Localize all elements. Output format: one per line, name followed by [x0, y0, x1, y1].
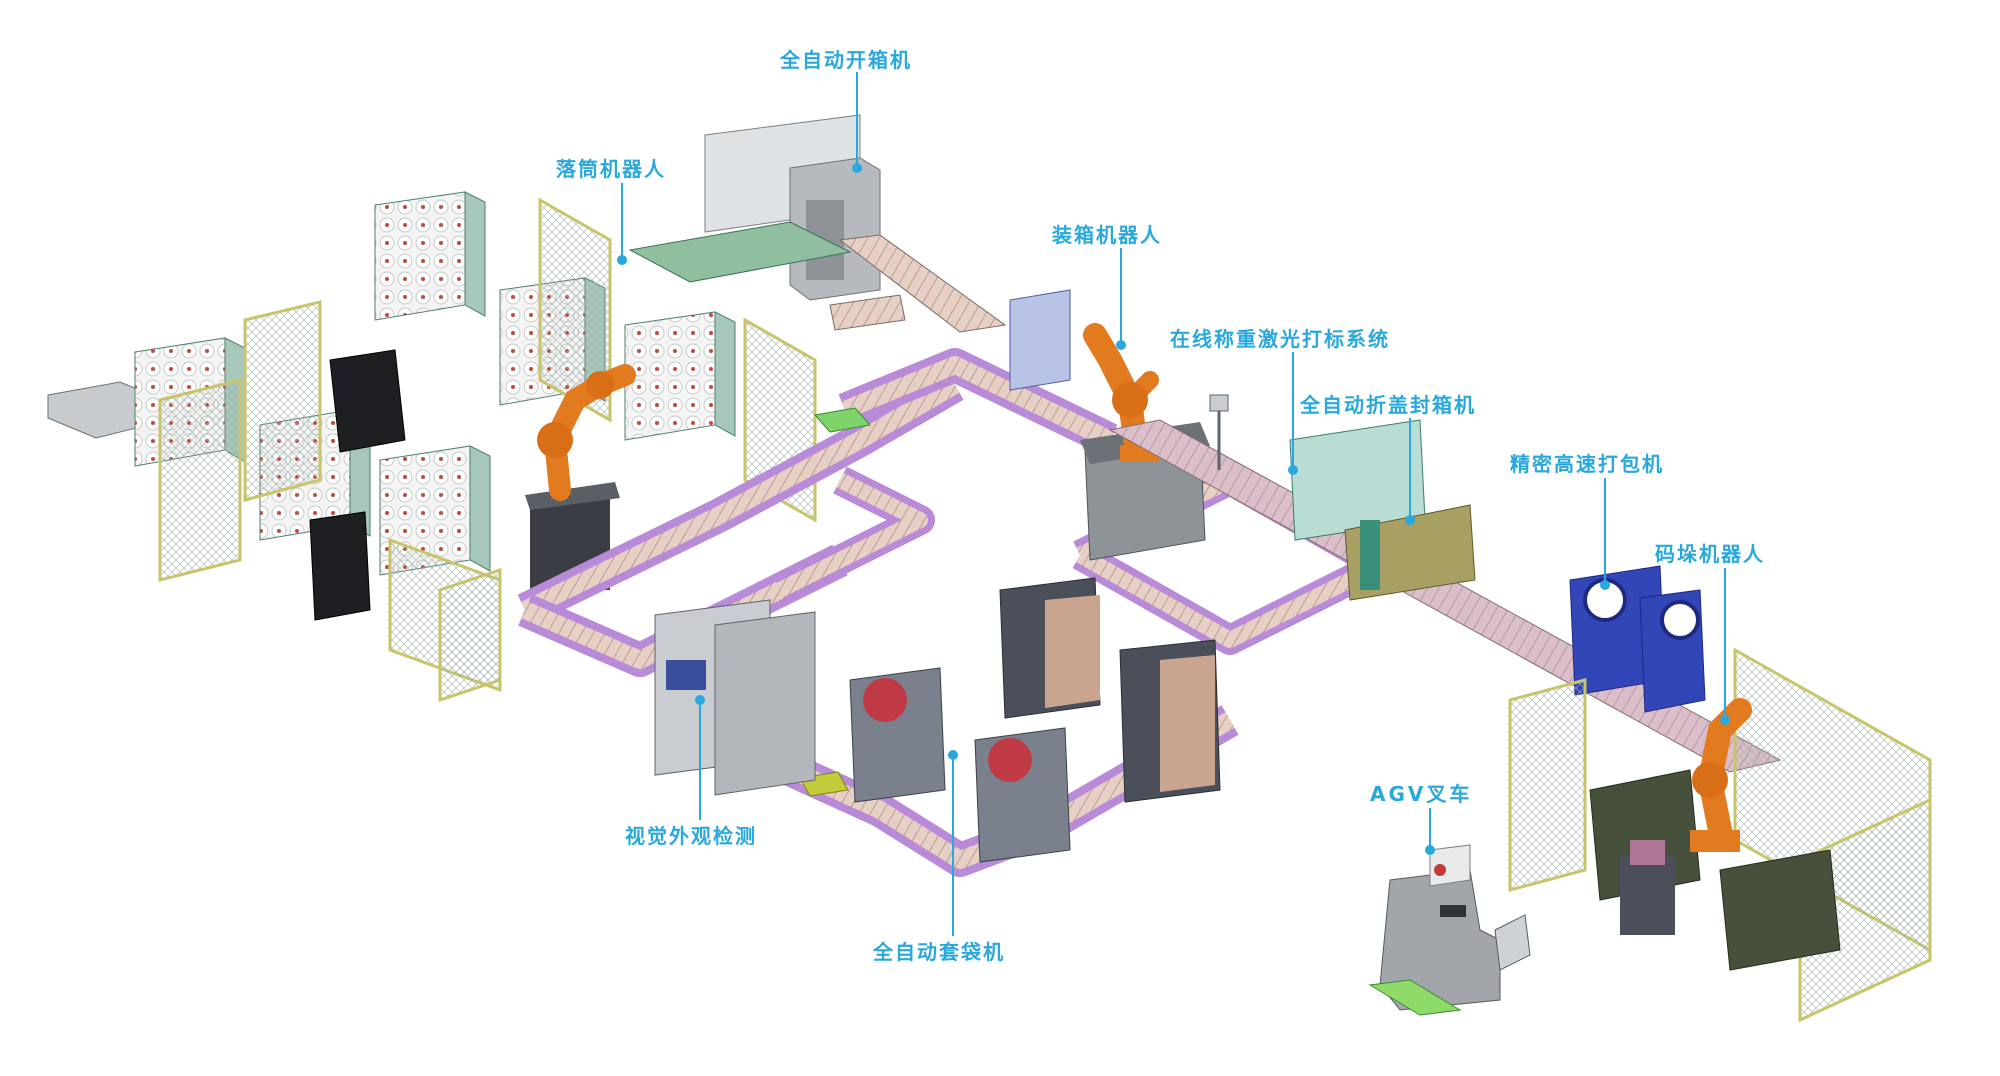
spool-rack-6: [624, 311, 736, 441]
label-agv-forklift: AGV叉车: [1370, 782, 1473, 806]
spool-rack-4: [379, 445, 491, 576]
label-weighing-laser: 在线称重激光打标系统: [1170, 327, 1390, 351]
label-precision-strapper: 精密高速打包机: [1510, 452, 1664, 476]
black-cabinet-1: [329, 349, 406, 453]
doffing-robot-model: [525, 364, 636, 590]
weighing-laser-model: [1209, 394, 1229, 470]
auto-box-opener-model: [628, 114, 1007, 333]
fence-left-2: [243, 300, 322, 502]
label-auto-bagging: 全自动套袋机: [873, 940, 1005, 964]
visual-inspection-model: [654, 599, 816, 796]
label-visual-inspection: 视觉外观检测: [625, 824, 757, 848]
black-cabinet-2: [309, 511, 371, 621]
label-boxing-robot: 装箱机器人: [1052, 223, 1162, 247]
fence-left-1: [158, 378, 242, 582]
label-auto-box-opener: 全自动开箱机: [780, 48, 912, 72]
leader-lines: [617, 72, 1730, 936]
left-spool-area: [47, 191, 817, 703]
bagging-machines-model: [849, 577, 1221, 863]
fence-left-6: [438, 567, 502, 703]
palletizing-cell: [1508, 647, 1932, 1023]
fence-left-4: [538, 197, 612, 423]
label-doffing-robot: 落筒机器人: [556, 157, 666, 181]
folding-sealer-model: [1289, 419, 1476, 601]
agv-forklift-model: [1368, 844, 1531, 1016]
spool-rack-3: [374, 191, 486, 321]
palletizer-control-cabinet: [1620, 855, 1675, 935]
strapping-machine-model: [1569, 565, 1706, 713]
pallet-stack-right: [1719, 849, 1841, 971]
label-auto-folding-sealer: 全自动折盖封箱机: [1300, 393, 1476, 417]
label-palletizing-robot: 码垛机器人: [1655, 542, 1765, 566]
